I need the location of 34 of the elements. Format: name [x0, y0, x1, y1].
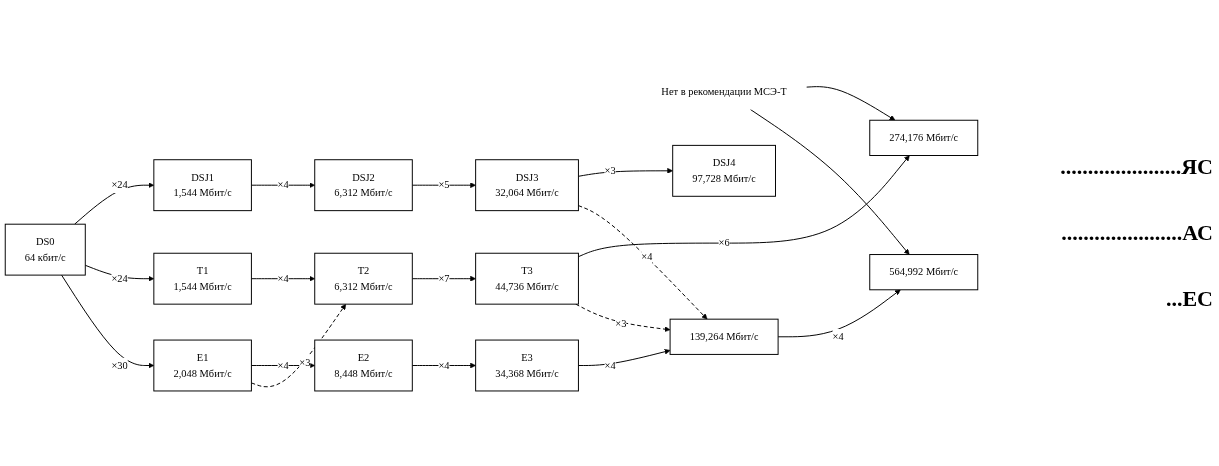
edge-label: ×4 [277, 273, 289, 285]
node-box: 274,176 Мбит/с [869, 120, 979, 157]
edge-label: ×24 [111, 273, 128, 285]
node-box: T2 6,312 Мбит/с [314, 253, 413, 306]
node-box: T1 1,544 Мбит/с [153, 253, 252, 306]
node-box: DSJ3 32,064 Мбит/с [475, 159, 579, 212]
edge-label: ×7 [438, 273, 450, 285]
edge-label: ×4 [277, 360, 289, 372]
hierarchy-label: ...ЕС [1165, 286, 1213, 312]
node-box: DS0 64 кбит/с [4, 224, 86, 276]
node-box: 564,992 Мбит/с [869, 254, 979, 291]
edge-label: ×4 [438, 360, 450, 372]
edge-label: ×3 [299, 357, 311, 369]
edge-label: ×3 [604, 165, 616, 177]
edge-label: ×30 [111, 360, 128, 372]
edge-label: ×5 [438, 179, 450, 191]
hierarchy-label: ......................АС [1061, 220, 1213, 246]
edge-label: ×4 [604, 360, 616, 372]
node-box: 139,264 Мбит/с [669, 319, 779, 356]
edge-label: ×24 [111, 179, 128, 191]
hierarchy-label: ......................ЯС [1060, 154, 1213, 180]
node-box: T3 44,736 Мбит/с [475, 253, 579, 306]
node-box: DSJ2 6,312 Мбит/с [314, 159, 413, 212]
edge-label: ×4 [641, 250, 653, 262]
node-box: E3 34,368 Мбит/с [475, 339, 579, 392]
node-box: E1 2,048 Мбит/с [153, 339, 252, 392]
edge-label: ×4 [832, 331, 844, 343]
edge-label: ×3 [615, 318, 627, 330]
node-text: Нет в рекомендации МСЭ-Т [661, 86, 787, 98]
node-box: E2 8,448 Мбит/с [314, 339, 413, 392]
node-box: DSJ4 97,728 Мбит/с [672, 145, 776, 198]
edge-label: ×6 [718, 237, 730, 249]
node-box: DSJ1 1,544 Мбит/с [153, 159, 252, 212]
edge-label: ×4 [277, 179, 289, 191]
